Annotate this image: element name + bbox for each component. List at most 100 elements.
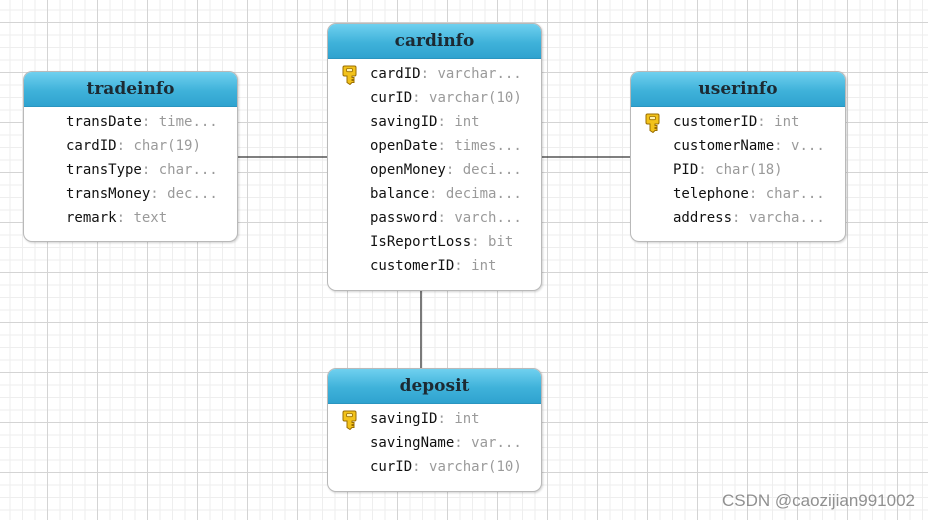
field-text: savingName: var... xyxy=(370,431,522,455)
field-text: savingID: int xyxy=(370,110,480,134)
field-separator: : xyxy=(698,162,707,178)
field-separator: : xyxy=(454,258,463,274)
field-row-is-report-loss[interactable]: IsReportLoss: bit xyxy=(328,230,541,254)
field-separator: : xyxy=(116,138,126,154)
field-name: savingName xyxy=(370,435,455,451)
field-name: openDate xyxy=(370,138,438,154)
entity-tradeinfo[interactable]: tradeinfo transDate: time...cardID: char… xyxy=(23,71,238,242)
field-separator: : xyxy=(757,114,766,130)
field-separator: : xyxy=(437,114,446,130)
field-type: text xyxy=(133,210,168,226)
field-row-remark[interactable]: remark: text xyxy=(24,206,237,230)
field-name: customerID xyxy=(370,258,455,274)
field-list: transDate: time...cardID: char(19)transT… xyxy=(24,107,237,230)
field-text: customerID: int xyxy=(370,254,496,278)
field-row-trans-date[interactable]: transDate: time... xyxy=(24,110,237,134)
field-name: PID xyxy=(673,162,699,178)
field-name: customerName xyxy=(673,138,775,154)
field-text: IsReportLoss: bit xyxy=(370,230,513,254)
field-text: telephone: char... xyxy=(673,182,825,206)
field-row-trans-money[interactable]: transMoney: dec... xyxy=(24,182,237,206)
field-separator: : xyxy=(420,66,430,82)
field-row-saving-name[interactable]: savingName: var... xyxy=(328,431,541,455)
field-type: varchar(10) xyxy=(429,90,522,106)
field-name: telephone xyxy=(673,186,749,202)
field-separator: : xyxy=(412,90,421,106)
field-name: balance xyxy=(370,186,430,202)
field-row-balance[interactable]: balance: decima... xyxy=(328,182,541,206)
field-type: decima... xyxy=(445,186,522,202)
field-row-pid[interactable]: PID: char(18) xyxy=(631,158,845,182)
field-row-password[interactable]: password: varch... xyxy=(328,206,541,230)
field-type: varcha... xyxy=(748,210,825,226)
field-row-customer-name[interactable]: customerName: v... xyxy=(631,134,845,158)
field-name: savingID xyxy=(370,114,438,130)
field-separator: : xyxy=(429,186,438,202)
field-name: curID xyxy=(370,459,413,475)
entity-title: userinfo xyxy=(631,72,845,107)
field-text: curID: varchar(10) xyxy=(370,86,522,110)
field-type: char... xyxy=(765,186,825,202)
field-text: customerID: int xyxy=(673,110,799,134)
field-separator: : xyxy=(437,411,446,427)
field-type: v... xyxy=(791,138,825,154)
field-row-cur-id[interactable]: curID: varchar(10) xyxy=(328,86,541,110)
field-text: remark: text xyxy=(66,206,167,230)
field-row-cur-id[interactable]: curID: varchar(10) xyxy=(328,455,541,479)
field-separator: : xyxy=(437,138,446,154)
field-row-trans-type[interactable]: transType: char... xyxy=(24,158,237,182)
field-text: transMoney: dec... xyxy=(66,182,218,206)
field-row-card-id[interactable]: cardID: char(19) xyxy=(24,134,237,158)
entity-title: deposit xyxy=(328,369,541,404)
field-separator: : xyxy=(454,435,463,451)
field-type: char... xyxy=(158,162,218,178)
field-name: transDate xyxy=(66,114,142,130)
field-row-saving-id[interactable]: savingID: int xyxy=(328,110,541,134)
field-separator: : xyxy=(774,138,783,154)
field-text: cardID: char(19) xyxy=(66,134,201,158)
field-type: char(19) xyxy=(133,138,201,154)
field-type: var... xyxy=(471,435,522,451)
field-text: address: varcha... xyxy=(673,206,825,230)
field-text: PID: char(18) xyxy=(673,158,783,182)
field-separator: : xyxy=(732,210,741,226)
primary-key-icon xyxy=(341,410,358,431)
field-separator: : xyxy=(412,459,421,475)
field-type: times... xyxy=(454,138,522,154)
field-type: int xyxy=(454,114,480,130)
field-row-customer-id[interactable]: customerID: int xyxy=(328,254,541,278)
field-text: transDate: time... xyxy=(66,110,218,134)
entity-cardinfo[interactable]: cardinfo cardID: varchar...curID: varcha… xyxy=(327,23,542,291)
field-text: curID: varchar(10) xyxy=(370,455,522,479)
field-row-customer-id[interactable]: customerID: int xyxy=(631,110,845,134)
field-row-telephone[interactable]: telephone: char... xyxy=(631,182,845,206)
field-separator: : xyxy=(150,186,159,202)
field-type: deci... xyxy=(462,162,522,178)
field-type: dec... xyxy=(167,186,218,202)
field-text: savingID: int xyxy=(370,407,480,431)
field-name: curID xyxy=(370,90,413,106)
field-name: cardID xyxy=(370,66,421,82)
entity-title: cardinfo xyxy=(328,24,541,59)
field-row-saving-id[interactable]: savingID: int xyxy=(328,407,541,431)
field-row-open-date[interactable]: openDate: times... xyxy=(328,134,541,158)
field-separator: : xyxy=(141,114,151,130)
field-row-open-money[interactable]: openMoney: deci... xyxy=(328,158,541,182)
field-type: int xyxy=(454,411,480,427)
field-type: int xyxy=(471,258,497,274)
field-text: balance: decima... xyxy=(370,182,522,206)
field-type: int xyxy=(774,114,800,130)
entity-title: tradeinfo xyxy=(24,72,237,107)
field-name: remark xyxy=(66,210,117,226)
primary-key-icon xyxy=(341,65,358,86)
field-row-address[interactable]: address: varcha... xyxy=(631,206,845,230)
field-name: IsReportLoss xyxy=(370,234,472,250)
field-row-card-id[interactable]: cardID: varchar... xyxy=(328,62,541,86)
field-name: password xyxy=(370,210,438,226)
field-text: customerName: v... xyxy=(673,134,825,158)
